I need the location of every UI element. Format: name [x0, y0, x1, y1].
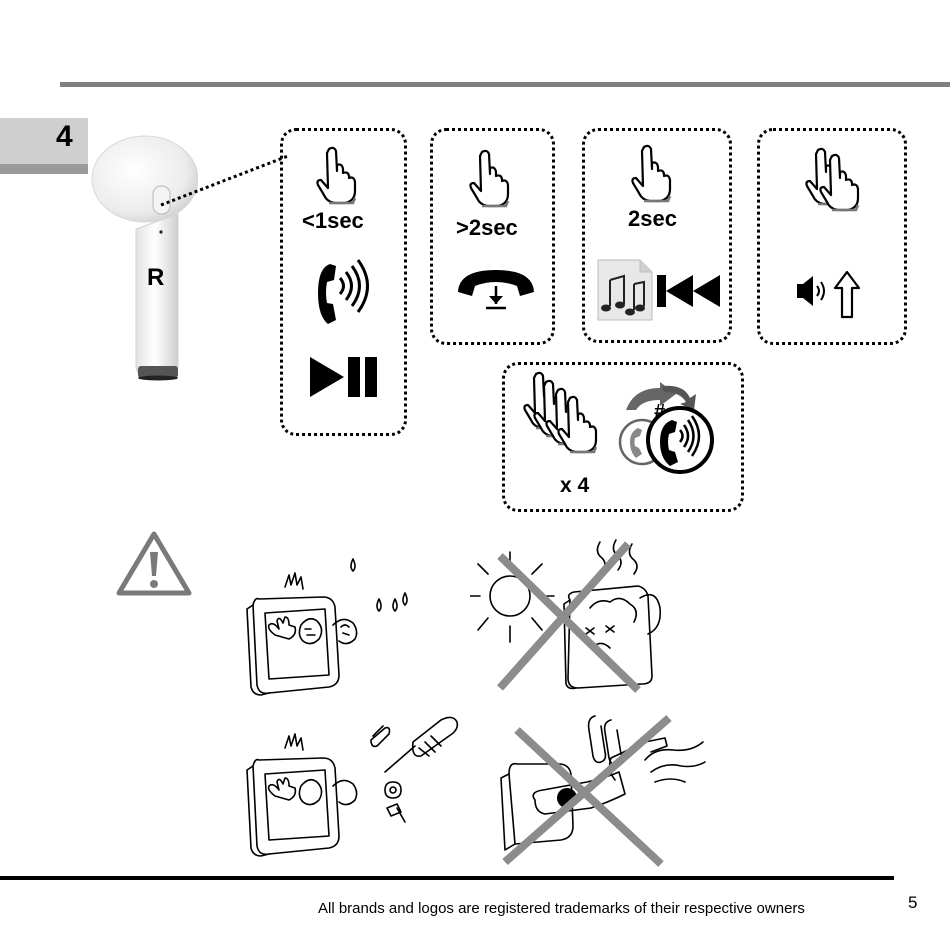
double-tap-icon — [802, 146, 870, 214]
illustration-no-disassembly — [245, 712, 475, 867]
duration-label-1: <1sec — [302, 208, 364, 234]
trademark-notice: All brands and logos are registered trad… — [318, 900, 805, 917]
duration-label-3: 2sec — [628, 206, 677, 232]
illustration-avoid-water — [245, 555, 425, 700]
footer-rule — [0, 876, 894, 880]
incoming-call-icon — [310, 248, 380, 333]
top-rule — [60, 82, 950, 87]
illustration-avoid-heat — [470, 538, 670, 698]
play-pause-icon — [310, 355, 380, 400]
switch-call-icon: # — [614, 380, 720, 480]
single-tap-icon — [628, 143, 678, 203]
button-pointer-line — [155, 150, 295, 210]
duration-label-5: x 4 — [560, 474, 589, 498]
section-number: 4 — [56, 120, 73, 154]
section-tab — [0, 118, 88, 164]
page-number: 5 — [908, 893, 917, 913]
music-file-icon — [596, 258, 654, 322]
earbud-side-label: R — [147, 264, 164, 292]
single-tap-icon — [466, 148, 516, 208]
hang-up-icon — [455, 262, 537, 312]
single-tap-icon — [313, 145, 363, 205]
quadruple-tap-icon — [520, 370, 612, 462]
illustration-no-objects — [495, 712, 715, 872]
warning-triangle-icon — [116, 530, 192, 596]
previous-track-icon — [657, 274, 721, 308]
section-tab-shadow — [0, 164, 88, 174]
duration-label-2: >2sec — [456, 215, 518, 241]
volume-up-icon — [795, 262, 875, 322]
